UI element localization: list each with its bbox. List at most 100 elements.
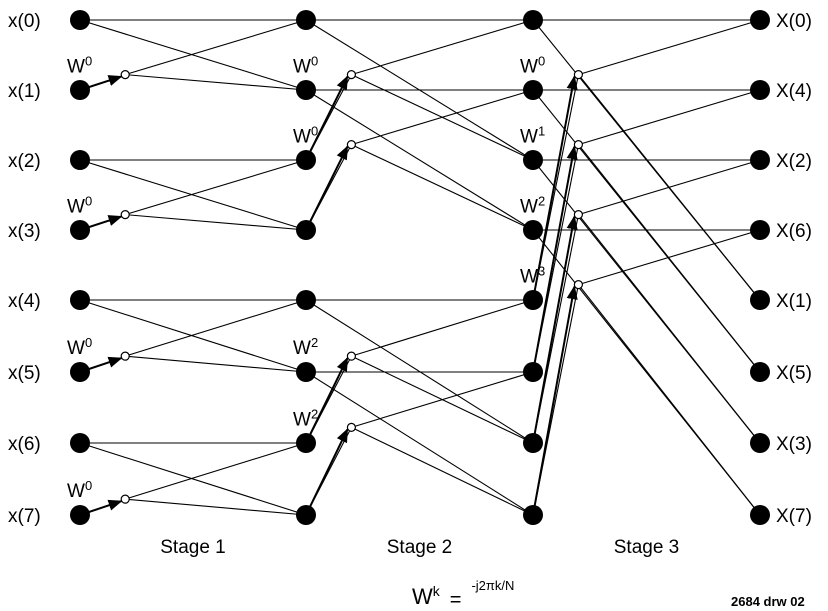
twiddle-arrow [532, 285, 578, 516]
butterfly-wires [79, 19, 761, 516]
twiddle-exponent: 2 [311, 335, 318, 350]
formula-base: W [412, 584, 433, 609]
wire [79, 19, 307, 91]
output-label: X(2) [776, 151, 812, 172]
twiddle-label: W0 [293, 54, 318, 78]
wire [125, 74, 307, 91]
twiddle-arrow [305, 75, 349, 161]
wire [125, 355, 307, 373]
signal-node [70, 220, 90, 240]
stage-label: Stage 1 [160, 537, 226, 558]
twiddle-base: W [67, 338, 85, 359]
junction-node [120, 210, 130, 220]
signal-node [750, 220, 770, 240]
twiddle-label: W3 [520, 264, 545, 288]
signal-node [296, 290, 316, 310]
signal-node [523, 433, 543, 453]
twiddle-formula: Wk=-j2πk/N [412, 578, 514, 611]
output-label: X(0) [776, 11, 812, 32]
signal-node [70, 150, 90, 170]
output-label: X(3) [776, 434, 812, 455]
signal-node [750, 150, 770, 170]
twiddle-exponent: 0 [538, 54, 545, 69]
signal-node [296, 150, 316, 170]
signal-node [296, 362, 316, 382]
signal-node [70, 10, 90, 30]
twiddle-arrow [305, 428, 349, 516]
wire [351, 299, 534, 357]
junction-node [346, 422, 356, 432]
signal-node [296, 10, 316, 30]
signal-node [70, 505, 90, 525]
twiddle-exponent: 3 [538, 264, 545, 279]
wire [125, 498, 307, 516]
input-label: x(6) [8, 434, 41, 455]
wire [125, 442, 307, 500]
twiddle-base: W [67, 481, 85, 502]
twiddle-base: W [293, 127, 311, 148]
wire [125, 214, 307, 231]
signal-node [523, 362, 543, 382]
twiddle-exponent: 2 [311, 406, 318, 421]
wire [351, 426, 534, 516]
signal-node [523, 10, 543, 30]
twiddle-base: W [520, 267, 538, 288]
twiddle-label: W2 [293, 335, 318, 359]
twiddle-arrow [532, 215, 578, 444]
wire [79, 299, 307, 373]
wire [577, 144, 761, 373]
signal-node [523, 80, 543, 100]
wire [577, 284, 761, 516]
twiddle-base: W [520, 57, 538, 78]
twiddle-exponent: 2 [538, 194, 545, 209]
twiddle-exponent: 0 [85, 194, 92, 209]
signal-node [750, 433, 770, 453]
wire [351, 144, 534, 231]
signal-node [523, 505, 543, 525]
twiddle-exponent: 1 [538, 124, 545, 139]
twiddle-label: W0 [67, 478, 92, 502]
signal-nodes [70, 10, 770, 525]
signal-node [70, 80, 90, 100]
output-label: X(7) [776, 506, 812, 527]
twiddle-base: W [293, 409, 311, 430]
signal-node [296, 433, 316, 453]
wire [79, 159, 307, 231]
drawing-id: 2684 drw 02 [731, 594, 805, 609]
input-label: x(0) [8, 11, 41, 32]
twiddle-label: W1 [520, 124, 545, 148]
twiddle-exponent: 0 [311, 124, 318, 139]
twiddle-exponent: 0 [85, 54, 92, 69]
wire [351, 89, 534, 146]
junction-node [346, 351, 356, 361]
signal-node [750, 505, 770, 525]
formula-exponent: -j2πk/N [471, 578, 514, 593]
input-label: x(1) [8, 81, 41, 102]
wire [125, 19, 307, 76]
wire [578, 229, 761, 286]
junction-node [573, 280, 584, 290]
signal-node [750, 80, 770, 100]
twiddle-label: W0 [520, 54, 545, 78]
junction-node [573, 140, 584, 150]
twiddle-label: W0 [67, 335, 92, 359]
wire [578, 19, 761, 76]
twiddle-arrow [305, 145, 349, 231]
signal-node [750, 290, 770, 310]
stage-label: Stage 3 [614, 537, 680, 558]
signal-node [70, 362, 90, 382]
twiddle-exponent: 0 [311, 54, 318, 69]
signal-node [523, 220, 543, 240]
wire [351, 19, 534, 76]
junction-node [573, 210, 584, 220]
signal-node [296, 80, 316, 100]
twiddle-label: W0 [67, 194, 92, 218]
signal-node [296, 220, 316, 240]
twiddle-base: W [67, 57, 85, 78]
output-label: X(6) [776, 221, 812, 242]
junction-node [573, 69, 584, 80]
output-label: X(5) [776, 363, 812, 384]
input-label: x(4) [8, 291, 41, 312]
wire [351, 371, 534, 428]
junction-node [346, 69, 356, 80]
